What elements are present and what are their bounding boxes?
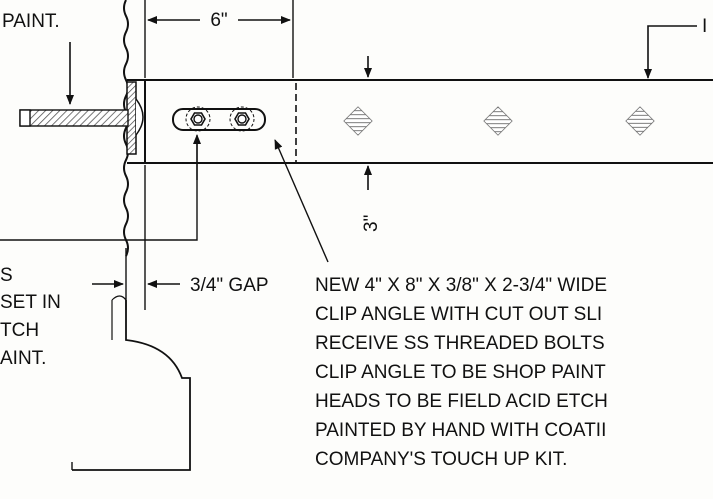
gap-label: 3/4" GAP <box>190 275 269 296</box>
note-line: HEADS TO BE FIELD ACID ETCH <box>315 391 608 412</box>
left-note-line: TCH <box>0 320 39 341</box>
bolt-left <box>185 106 211 132</box>
anchor-bolt <box>19 109 129 127</box>
label-top-right: I <box>702 16 707 37</box>
dimension-6in: 6" <box>210 10 227 31</box>
note-line: NEW 4" X 8" X 3/8" X 2-3/4" WIDE <box>315 275 607 296</box>
slot-cutout <box>172 108 266 131</box>
wall-break-line <box>123 0 129 257</box>
left-note-line: SET IN <box>0 292 61 313</box>
bolt-head <box>135 98 144 136</box>
clip-angle <box>144 79 297 164</box>
column-profile <box>72 300 191 471</box>
diamond-marker <box>343 106 373 136</box>
diamond-marker <box>483 106 513 136</box>
left-note-line: S <box>0 265 13 286</box>
note-line: RECEIVE SS THREADED BOLTS <box>315 333 605 354</box>
note-line: CLIP ANGLE TO BE SHOP PAINT <box>315 362 606 383</box>
diamond-marker <box>625 106 655 136</box>
dimension-3in: 3" <box>361 215 382 232</box>
note-line: COMPANY'S TOUCH UP KIT. <box>315 449 567 470</box>
note-line: CLIP ANGLE WITH CUT OUT SLI <box>315 304 602 325</box>
label-paint: PAINT. <box>2 11 60 32</box>
note-line: PAINTED BY HAND WITH COATII <box>315 420 606 441</box>
bolt-right <box>229 106 255 132</box>
left-note-line: AINT. <box>0 348 46 369</box>
